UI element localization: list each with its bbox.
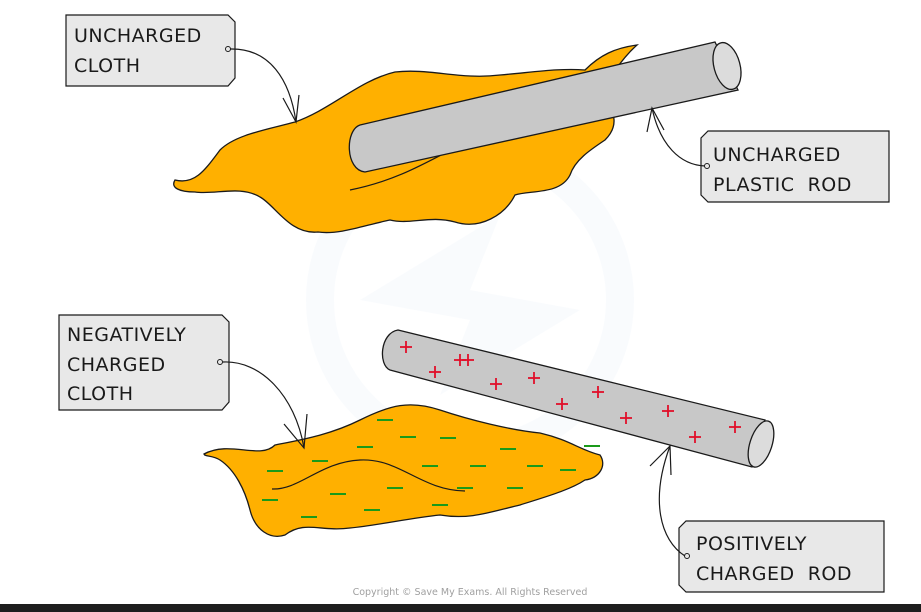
positive-charge-icon: [454, 354, 466, 366]
positive-charge-icon: [729, 421, 741, 433]
label-text: POSITIVELY: [696, 533, 807, 555]
bottom-border: [0, 604, 921, 612]
uncharged-rod-end: [712, 41, 742, 91]
label-text: UNCHARGED: [713, 144, 841, 166]
label-text: CHARGED: [67, 354, 166, 376]
positively-charged-rod: [381, 329, 766, 468]
arrow-to-uncharged-cloth: [229, 48, 297, 123]
label-text: UNCHARGED: [74, 25, 202, 47]
negative-charges: [262, 419, 600, 518]
label-negatively-charged-cloth: NEGATIVELY CHARGED CLOTH: [58, 314, 230, 411]
uncharged-scene: [173, 41, 742, 234]
arrow-to-charged-rod: [658, 445, 686, 557]
positive-charge-icon: [490, 378, 502, 390]
copyright-text: Copyright © Save My Exams. All Rights Re…: [353, 587, 588, 598]
arrow-to-uncharged-rod: [651, 107, 706, 167]
positive-charge-icon: [556, 398, 568, 410]
label-uncharged-cloth: UNCHARGED CLOTH: [65, 14, 236, 87]
label-text: CLOTH: [67, 383, 134, 405]
charged-scene: [203, 329, 775, 537]
positive-charge-icon: [429, 366, 441, 378]
uncharged-rod: [348, 41, 739, 173]
positive-charges: [400, 341, 741, 443]
positive-charge-icon: [528, 372, 540, 384]
positive-charge-icon: [620, 412, 632, 424]
arrow-to-charged-cloth: [222, 361, 305, 449]
positive-charge-icon: [662, 405, 674, 417]
label-positively-charged-rod: POSITIVELY CHARGED ROD: [678, 520, 885, 593]
charged-rod-end: [747, 420, 775, 468]
positive-charge-icon: [689, 431, 701, 443]
positive-charge-icon: [400, 341, 412, 353]
label-text: CHARGED ROD: [696, 563, 852, 585]
label-text: CLOTH: [74, 55, 141, 77]
positive-charge-icon: [592, 386, 604, 398]
label-text: PLASTIC ROD: [713, 174, 852, 196]
label-uncharged-rod: UNCHARGED PLASTIC ROD: [700, 130, 890, 203]
label-text: NEGATIVELY: [67, 324, 186, 346]
